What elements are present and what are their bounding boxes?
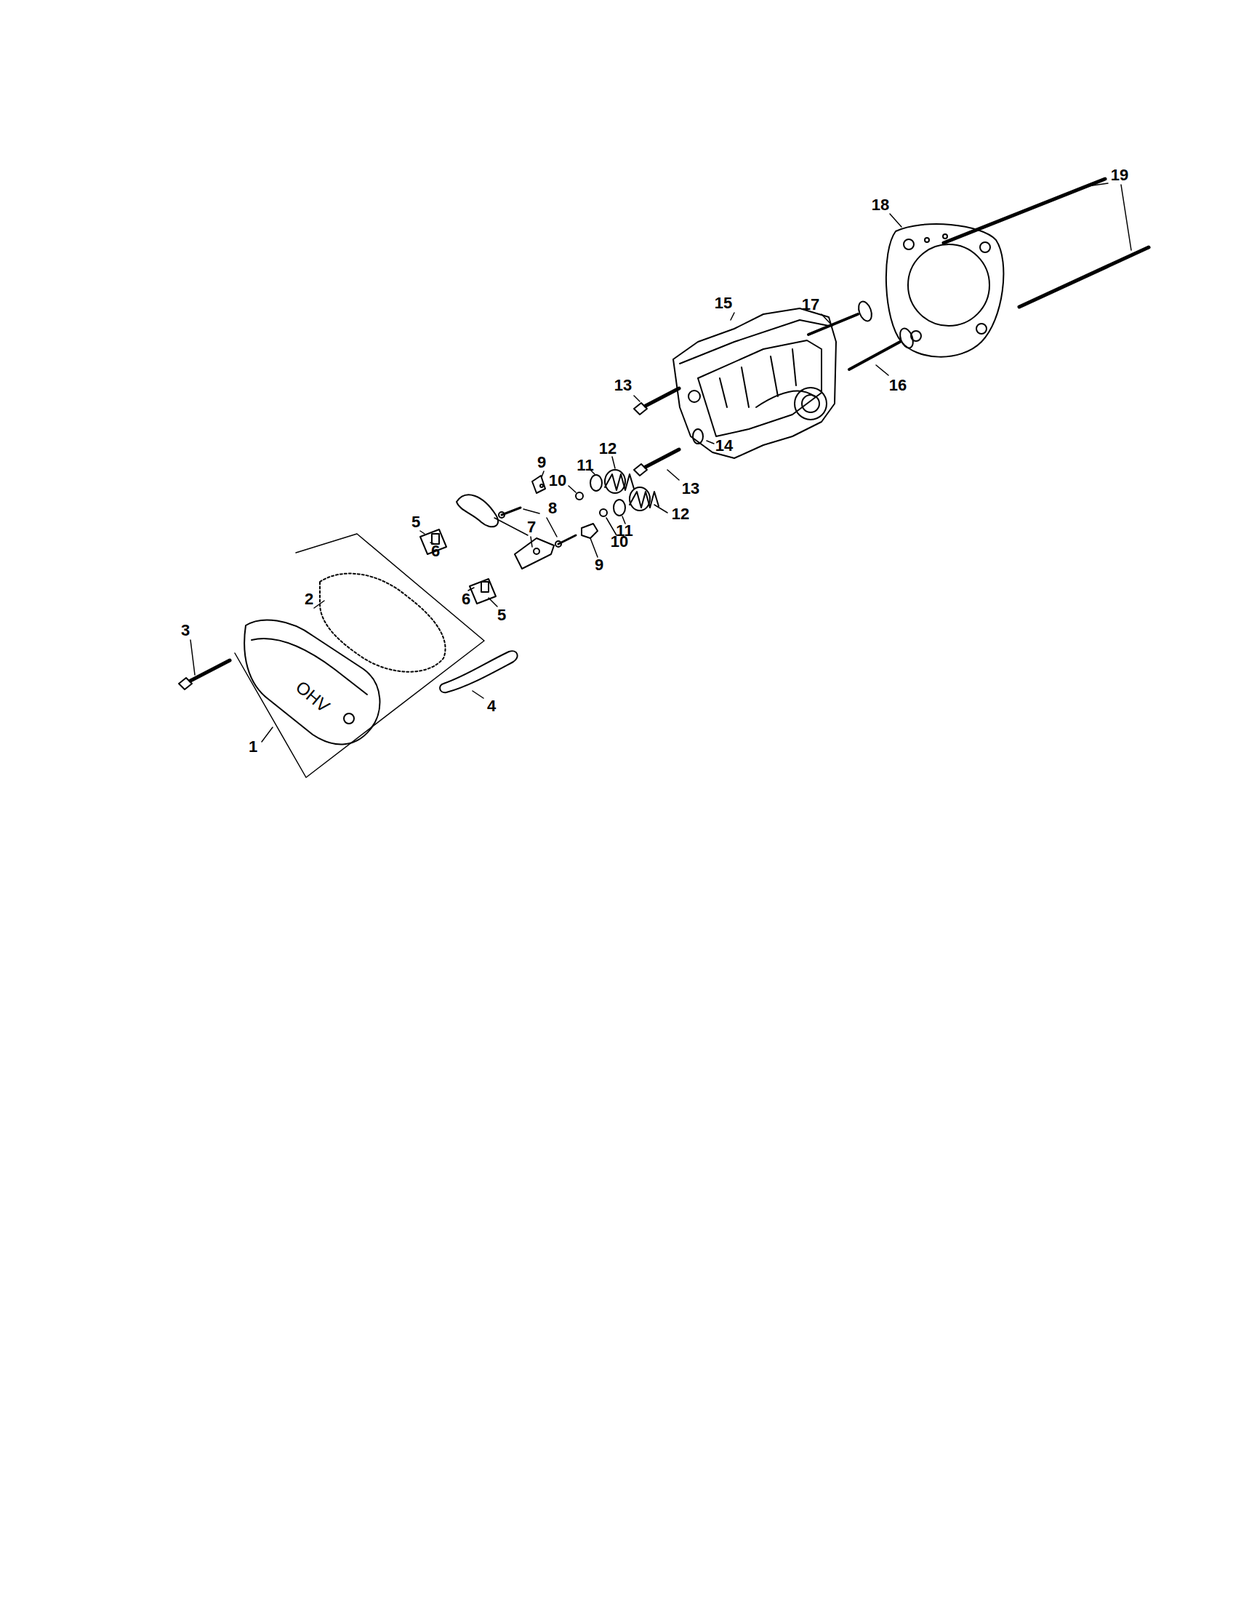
pushrod <box>943 178 1149 307</box>
callout-number: 3 <box>181 622 190 639</box>
head-gasket <box>886 213 1004 357</box>
callout-number: 16 <box>889 377 907 394</box>
callout-number: 6 <box>431 543 440 560</box>
callout-number: 7 <box>527 519 536 536</box>
callout-number: 5 <box>411 513 421 530</box>
callout-number: 12 <box>599 440 617 457</box>
callout-number: 14 <box>715 437 733 454</box>
callout-number: 12 <box>671 505 690 522</box>
callout-number: 9 <box>594 556 604 573</box>
callout-number: 13 <box>614 377 632 394</box>
callout-number: 9 <box>537 454 546 471</box>
callout-number: 1 <box>248 738 258 755</box>
callout-number: 8 <box>548 500 557 517</box>
adjuster-nut <box>420 529 498 607</box>
callout-number: 10 <box>610 533 629 550</box>
callout-number: 10 <box>548 472 567 489</box>
cover-gasket <box>314 573 446 672</box>
callout-number: 5 <box>497 607 506 624</box>
callout-number: 15 <box>714 295 733 312</box>
cover-marking: OHV <box>292 677 333 716</box>
kit-bracket <box>234 533 485 778</box>
rocker-assembly <box>456 471 598 569</box>
callout-number: 18 <box>871 197 890 214</box>
cover-bolt <box>178 639 230 690</box>
valve-cover <box>244 619 380 744</box>
callout-number: 13 <box>681 480 700 497</box>
cylinder-head <box>673 308 837 459</box>
callout-number: 11 <box>576 457 594 474</box>
breather-tube <box>439 650 518 698</box>
valve <box>808 299 916 376</box>
callout-number: 17 <box>801 296 820 313</box>
callout-number: 2 <box>304 591 314 608</box>
callout-number: 19 <box>1110 167 1129 184</box>
callout-number: 4 <box>487 697 496 714</box>
head-bolt <box>633 388 714 480</box>
callout-number: 6 <box>461 591 471 608</box>
